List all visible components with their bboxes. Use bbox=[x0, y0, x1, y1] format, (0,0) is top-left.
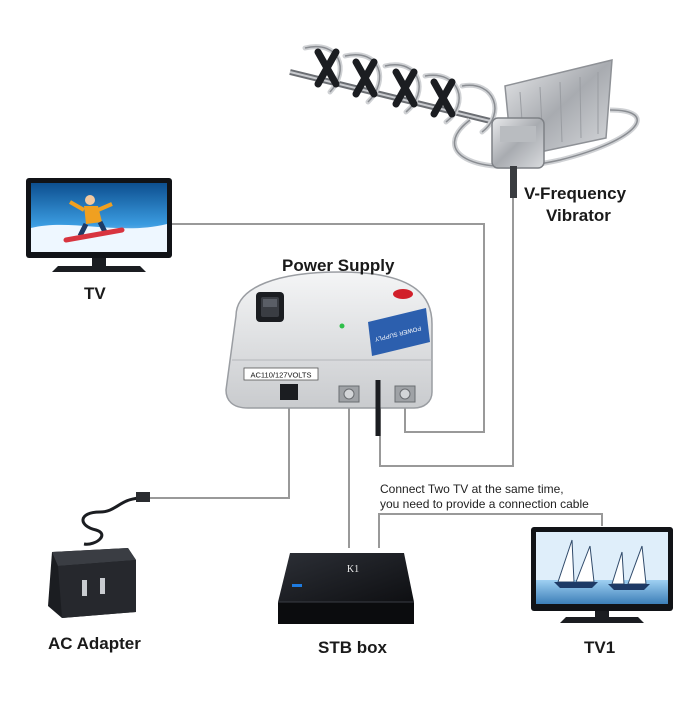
stb-box-label: STB box bbox=[318, 638, 387, 657]
antenna-device bbox=[289, 44, 640, 198]
power-supply-sticker: POWER SUPPLY bbox=[368, 308, 430, 356]
cable-tv-to-power-supply bbox=[172, 223, 485, 433]
sailboat-picture bbox=[554, 539, 650, 590]
vibrator-label: Vibrator bbox=[546, 206, 611, 225]
tv1-device bbox=[531, 527, 673, 623]
tv1-label: TV1 bbox=[584, 638, 616, 657]
cable-splitter-to-tv1 bbox=[378, 513, 603, 548]
coax-port-left bbox=[338, 385, 360, 403]
power-supply-label: Power Supply bbox=[282, 256, 395, 275]
connection-note-line2: you need to provide a connection cable bbox=[380, 497, 589, 511]
voltage-label: AC110/127VOLTS bbox=[250, 371, 311, 380]
stb-device: K1 bbox=[278, 553, 414, 624]
ac-adapter-label: AC Adapter bbox=[48, 634, 141, 653]
coax-port-right bbox=[394, 385, 416, 403]
v-frequency-label: V-Frequency bbox=[524, 184, 627, 203]
cable-ac-adapter-to-power-supply bbox=[148, 398, 290, 499]
power-supply-device: POWER SUPPLY AC110/127VOLTS bbox=[225, 271, 433, 436]
ac-adapter-device bbox=[48, 492, 150, 618]
tv-device bbox=[26, 178, 172, 272]
stb-logo-text: K1 bbox=[347, 564, 359, 575]
tv-label: TV bbox=[84, 284, 106, 303]
connection-note-line1: Connect Two TV at the same time, bbox=[380, 482, 564, 496]
connection-note: Connect Two TV at the same time, you nee… bbox=[380, 482, 589, 512]
snowboarder-picture bbox=[63, 195, 125, 243]
